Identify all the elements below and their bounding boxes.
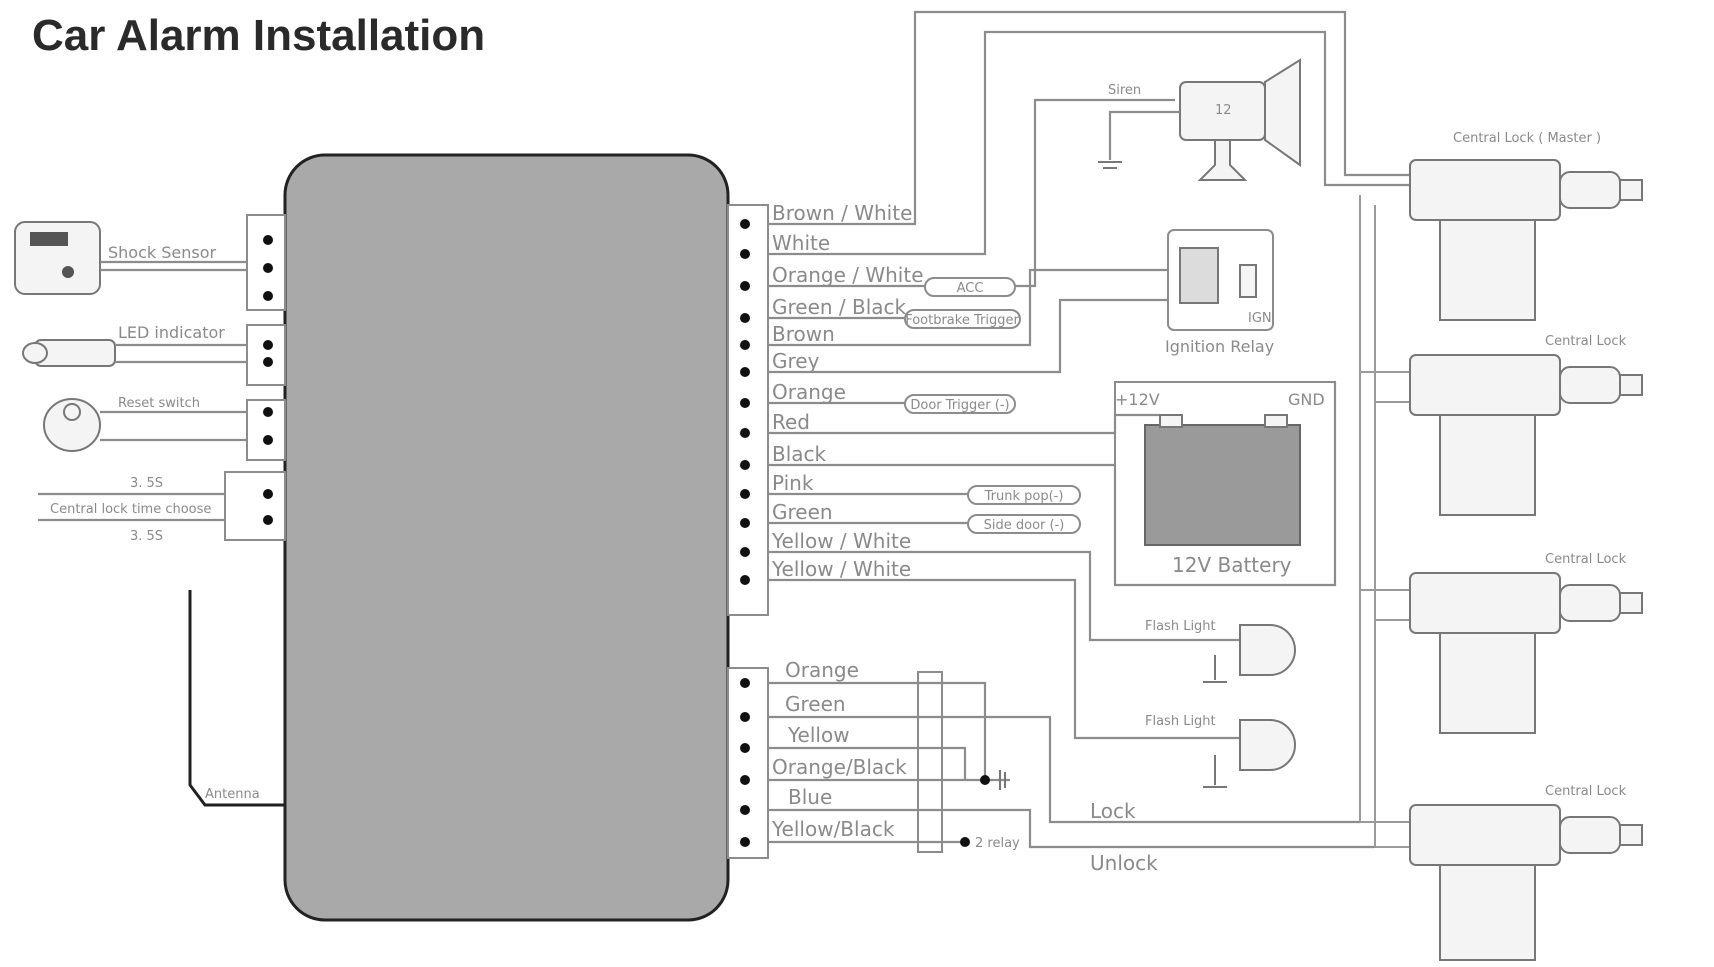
- lower-wire-runs: [768, 671, 1375, 853]
- led-indicator-label: LED indicator: [118, 323, 225, 342]
- wire-label: Yellow/Black: [771, 817, 895, 841]
- reset-switch-label: Reset switch: [118, 396, 200, 411]
- unlock-label: Unlock: [1090, 851, 1158, 875]
- wire-label: Pink: [772, 471, 814, 495]
- flash-light-2: Flash Light: [1145, 714, 1296, 788]
- page-title: Car Alarm Installation: [32, 11, 485, 60]
- led-indicator: LED indicator: [22, 323, 273, 367]
- upper-connector-pins: [740, 219, 750, 585]
- central-lock: Central Lock: [1409, 552, 1643, 734]
- wire-tag-side-door: Side door (-): [984, 518, 1065, 533]
- central-lock: Central Lock: [1409, 334, 1643, 516]
- ground-symbol: [999, 770, 1006, 790]
- ignition-relay: IGN Ignition Relay: [1165, 229, 1274, 356]
- relay-tag: IGN: [1248, 311, 1272, 326]
- wire-label: Red: [772, 410, 810, 434]
- flash-light-1: Flash Light: [1145, 619, 1296, 683]
- battery-positive-label: +12V: [1115, 390, 1160, 409]
- wire-tag-footbrake: Footbrake Trigger: [905, 313, 1019, 328]
- wire-label: Black: [772, 442, 827, 466]
- wire-tag-door: Door Trigger (-): [910, 398, 1009, 413]
- wire-label: Yellow / White: [771, 529, 911, 553]
- siren-tag: 12: [1215, 103, 1232, 118]
- lower-wire-labels: Orange Green Yellow Orange/Black Blue Ye…: [771, 658, 1020, 851]
- ignition-relay-label: Ignition Relay: [1165, 337, 1274, 356]
- upper-wire-labels: Brown / White White Orange / White Green…: [771, 201, 924, 581]
- siren: 12 Siren: [1098, 58, 1301, 181]
- central-lock-master-label: Central Lock ( Master ): [1453, 131, 1601, 146]
- wire-label: Orange / White: [772, 263, 924, 287]
- wire-tags: ACC Footbrake Trigger Door Trigger (-) T…: [904, 277, 1081, 534]
- flash-light-label: Flash Light: [1145, 619, 1216, 634]
- central-lock-label: Central Lock: [1545, 552, 1627, 567]
- lower-connector-block: [727, 667, 769, 859]
- wire-label: Blue: [788, 785, 832, 809]
- wire-tag-acc: ACC: [957, 281, 984, 296]
- wire-label: Orange/Black: [772, 755, 907, 779]
- central-lock-label: Central Lock: [1545, 784, 1627, 799]
- battery-negative-label: GND: [1288, 390, 1325, 409]
- lock-label: Lock: [1090, 799, 1136, 823]
- antenna: Antenna: [188, 590, 285, 807]
- wire-label: Green: [772, 500, 833, 524]
- central-lock-master: Central Lock ( Master ): [1409, 131, 1643, 321]
- upper-connector-block: [727, 204, 769, 616]
- wire-label: Green: [785, 692, 846, 716]
- central-lock-label: Central Lock: [1545, 334, 1627, 349]
- relay-small-label: 2 relay: [975, 836, 1020, 851]
- alarm-control-unit: [283, 153, 730, 922]
- reset-switch: Reset switch: [43, 396, 273, 452]
- wire-label: Brown: [772, 322, 835, 346]
- wire-label: Brown / White: [772, 201, 912, 225]
- wire-label: Yellow / White: [771, 557, 911, 581]
- shock-sensor-label: Shock Sensor: [108, 243, 217, 262]
- led-connector: [246, 324, 286, 386]
- lock-time-choose-label: Central lock time choose: [50, 502, 211, 517]
- wire-label: Orange: [772, 380, 846, 404]
- battery-label: 12V Battery: [1172, 553, 1292, 577]
- lock-time-bottom-label: 3. 5S: [130, 529, 163, 544]
- central-lock-bus: [1359, 195, 1410, 848]
- siren-label: Siren: [1108, 83, 1141, 98]
- lock-time-connector: [224, 471, 286, 541]
- wire-label: Yellow: [787, 723, 850, 747]
- wire-tag-trunk: Trunk pop(-): [984, 489, 1064, 504]
- upper-wire-runs: [768, 10, 1410, 740]
- shock-sensor: Shock Sensor: [14, 221, 273, 301]
- wire-label: Orange: [785, 658, 859, 682]
- battery: +12V GND 12V Battery: [1114, 381, 1336, 586]
- wire-label: Grey: [772, 349, 820, 373]
- wire-label: White: [772, 231, 830, 255]
- lower-connector-pins: [740, 678, 990, 847]
- flash-light-label: Flash Light: [1145, 714, 1216, 729]
- lock-time-top-label: 3. 5S: [130, 476, 163, 491]
- central-lock: Central Lock: [1409, 784, 1643, 961]
- wire-label: Green / Black: [772, 295, 907, 319]
- antenna-label: Antenna: [205, 787, 260, 802]
- lock-time-jumper: 3. 5S Central lock time choose 3. 5S: [38, 476, 273, 544]
